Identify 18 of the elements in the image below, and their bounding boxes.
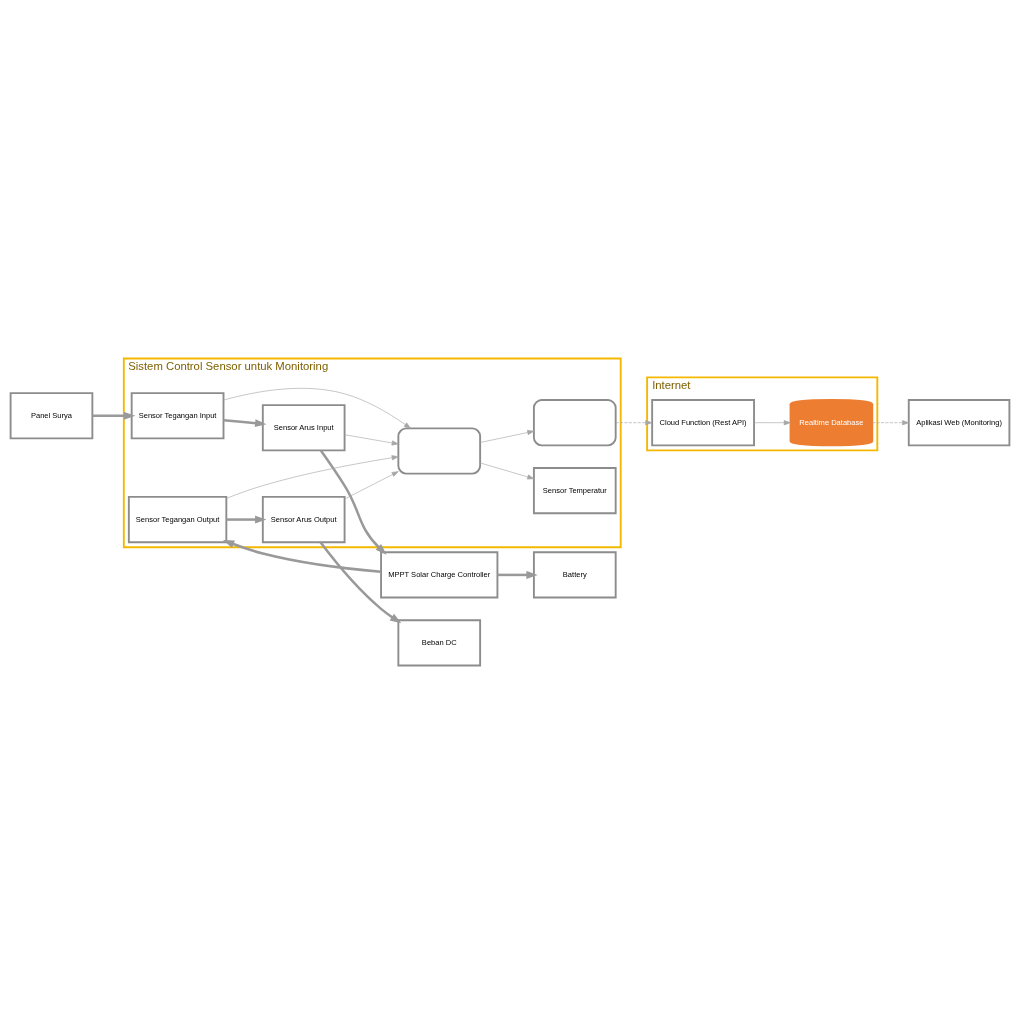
arrow [344,434,399,446]
arrow [223,418,267,428]
node-box [532,399,617,447]
arrow [226,455,399,499]
arrow [92,411,136,420]
arrow [615,420,653,426]
arrow [497,570,538,579]
arrow [319,449,387,555]
arrow [226,515,267,524]
arrow [479,462,535,480]
arrow [223,388,411,429]
arrow [479,430,535,443]
node-box [397,427,482,475]
arrow [872,420,910,426]
arrow [222,540,382,573]
arrow [753,420,791,426]
arrow [319,541,402,624]
arrow [344,471,399,500]
